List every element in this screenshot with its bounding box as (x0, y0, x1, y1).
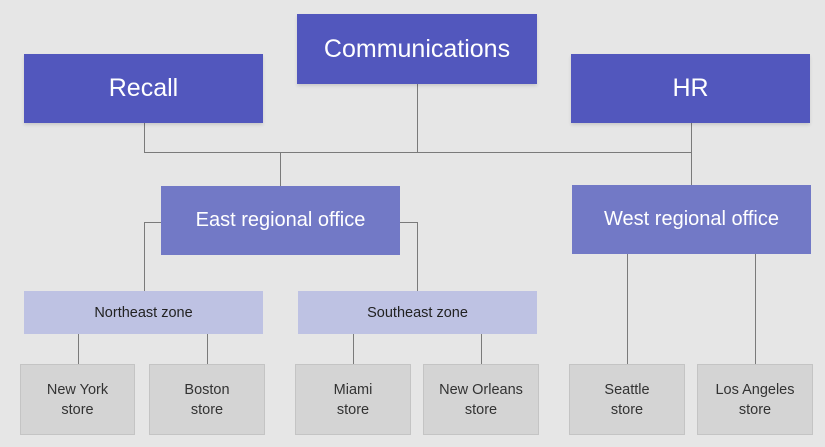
store-box-new-york: New York store (20, 364, 135, 435)
connector-top-horizontal (144, 152, 692, 153)
northeast-zone-box: Northeast zone (24, 291, 263, 334)
connector-to-northeast-zone (144, 222, 145, 291)
connector-to-boston (207, 334, 208, 364)
store-box-boston: Boston store (149, 364, 265, 435)
store-name: New Orleans (439, 381, 523, 398)
store-suffix: store (738, 401, 772, 418)
southeast-zone-label: Southeast zone (367, 304, 468, 321)
store-suffix: store (61, 401, 94, 418)
store-box-seattle: Seattle store (569, 364, 685, 435)
connector-communications-down (417, 84, 418, 152)
store-box-new-orleans: New Orleans store (423, 364, 539, 435)
connector-to-seattle (627, 254, 628, 364)
store-name: Los Angeles (715, 381, 795, 398)
store-box-miami: Miami store (295, 364, 411, 435)
recall-label: Recall (108, 74, 179, 102)
hr-box: HR (571, 54, 810, 123)
connector-east-left (144, 222, 162, 223)
east-regional-office-label: East regional office (195, 209, 366, 231)
communications-box: Communications (297, 14, 537, 84)
store-suffix: store (190, 401, 224, 418)
hr-label: HR (672, 74, 709, 102)
store-suffix: store (610, 401, 644, 418)
connector-to-southeast-zone (417, 222, 418, 291)
connector-to-newyork (78, 334, 79, 364)
connector-to-miami (353, 334, 354, 364)
southeast-zone-box: Southeast zone (298, 291, 537, 334)
recall-box: Recall (24, 54, 263, 123)
east-regional-office-box: East regional office (161, 186, 400, 255)
connector-recall-down (144, 123, 145, 152)
communications-label: Communications (323, 34, 511, 63)
store-suffix: store (464, 401, 498, 418)
northeast-zone-label: Northeast zone (94, 304, 193, 321)
west-regional-office-label: West regional office (604, 208, 779, 230)
connector-to-neworleans (481, 334, 482, 364)
connector-hr-down (691, 123, 692, 185)
store-name: Boston (184, 381, 230, 398)
connector-to-losangeles (755, 254, 756, 364)
west-regional-office-box: West regional office (572, 185, 811, 254)
store-suffix: store (336, 401, 370, 418)
connector-east-right (399, 222, 417, 223)
connector-to-east-office (280, 152, 281, 186)
store-name: Seattle (604, 381, 650, 398)
store-box-los-angeles: Los Angeles store (697, 364, 813, 435)
store-name: Miami (333, 381, 373, 398)
store-name: New York (46, 381, 109, 398)
